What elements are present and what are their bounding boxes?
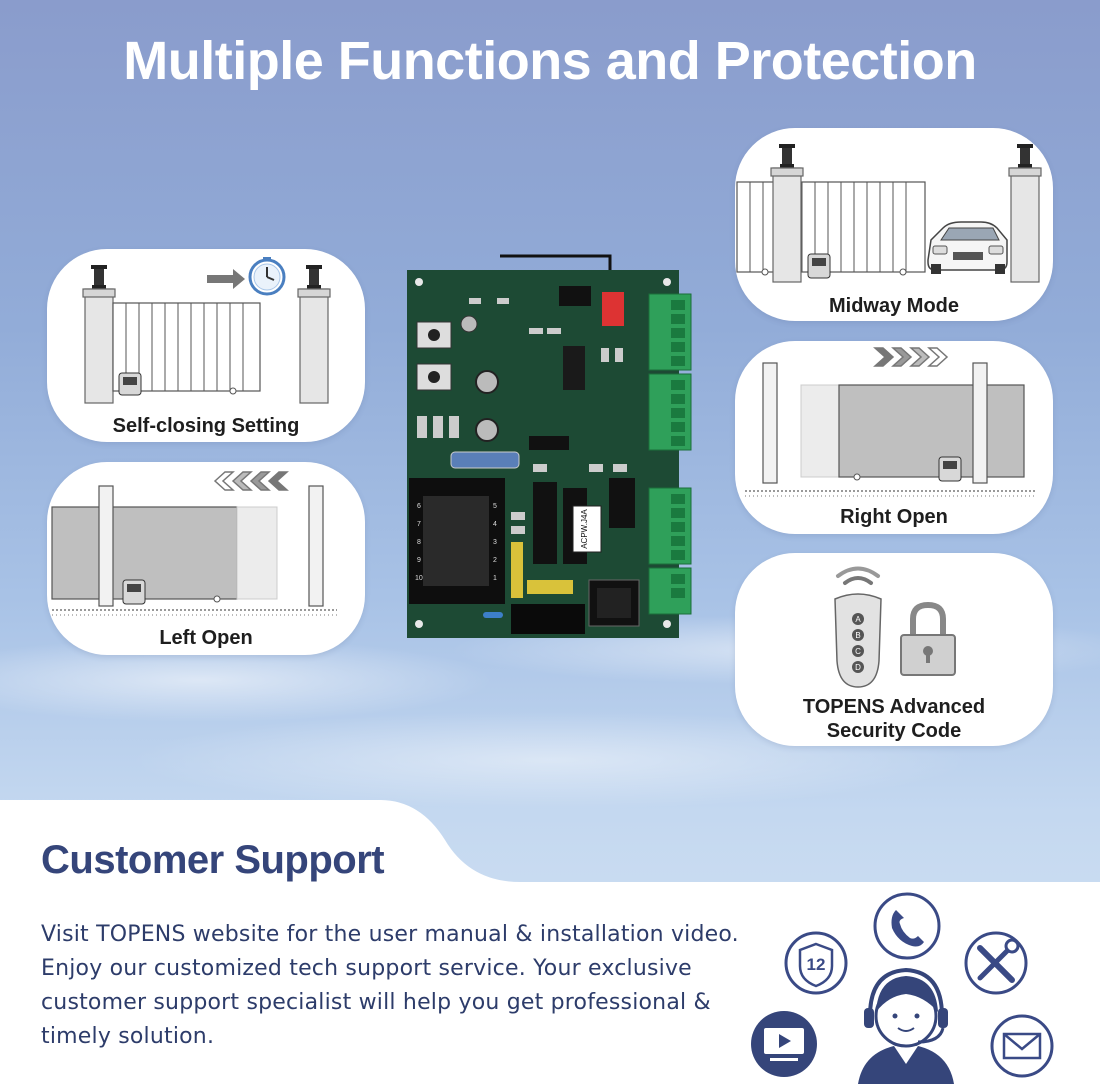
support-icons-cluster: 12 (751, 892, 1054, 1084)
dip-switch (602, 292, 624, 326)
midway-mode-gate-illustration (736, 144, 1042, 283)
pin-label: 5 (493, 503, 497, 510)
feature-label: Left Open (159, 627, 253, 649)
feature-card-left-open: Left Open (47, 462, 365, 655)
chevrons-left-icon (213, 471, 289, 491)
signal-waves-icon (836, 566, 880, 585)
feature-label: Self-closing Setting (112, 415, 300, 437)
relay-label: ACPW.J4A (580, 509, 589, 549)
right-open-gate-illustration (745, 347, 1035, 497)
left-open-gate-illustration (51, 471, 337, 616)
lamp-icon (306, 265, 322, 289)
pin-label: 9 (417, 557, 421, 564)
remote-control-icon: A B C D (834, 593, 882, 688)
support-line: Enjoy our customized tech support servic… (41, 956, 692, 981)
relay (572, 505, 602, 553)
mail-icon (990, 1014, 1054, 1078)
pin-label: 2 (493, 557, 497, 564)
arrow-right-icon (207, 269, 245, 289)
support-line: timely solution. (41, 1024, 215, 1049)
support-line: customer support specialist will help yo… (41, 990, 711, 1015)
feature-label: Security Code (826, 720, 962, 742)
video-tutorial-icon (751, 1011, 817, 1077)
remote-button-label: C (855, 647, 861, 656)
padlock-icon (900, 601, 956, 676)
support-title: Customer Support (41, 838, 385, 882)
clock-icon (248, 257, 286, 296)
pin-label: 7 (417, 521, 421, 528)
self-closing-gate-illustration (82, 257, 331, 404)
feature-card-midway-mode: Midway Mode (735, 128, 1053, 321)
remote-button-label: D (855, 663, 861, 672)
feature-card-self-closing: Self-closing Setting (47, 249, 365, 442)
warranty-shield-icon: 12 (784, 931, 848, 995)
pin-label: 1 (493, 575, 497, 582)
feature-label: Midway Mode (828, 295, 959, 317)
pin-label: 8 (417, 539, 421, 546)
feature-card-right-open: Right Open (735, 341, 1053, 534)
remote-button-label: B (855, 631, 860, 640)
feature-label: TOPENS Advanced (802, 696, 986, 718)
support-description: Visit TOPENS website for the user manual… (41, 918, 739, 1054)
lamp-icon (91, 265, 107, 289)
pin-label: 4 (493, 521, 497, 528)
warranty-number: 12 (807, 955, 826, 974)
lamp-icon (1017, 144, 1033, 168)
pin-label: 10 (415, 575, 423, 582)
car-icon (927, 221, 1008, 274)
phone-icon (873, 892, 941, 960)
tools-icon (964, 931, 1028, 995)
chevrons-right-icon (873, 347, 949, 367)
security-code-illustration: A B C D (834, 566, 956, 688)
feature-card-security-code: A B C D TOPENS Advanced Security Code (735, 553, 1053, 746)
feature-label: Right Open (840, 506, 948, 528)
support-agent-icon (858, 967, 954, 1084)
lamp-icon (779, 144, 795, 168)
support-section-background (0, 800, 1100, 1084)
page-title: Multiple Functions and Protection (123, 31, 977, 91)
remote-button-label: A (855, 615, 861, 624)
pin-label: 3 (493, 539, 497, 546)
support-line: Visit TOPENS website for the user manual… (41, 922, 739, 947)
control-board-image: ACPW.J4A 6 7 8 9 10 5 4 3 2 1 (405, 250, 695, 640)
pin-label: 6 (417, 503, 421, 510)
